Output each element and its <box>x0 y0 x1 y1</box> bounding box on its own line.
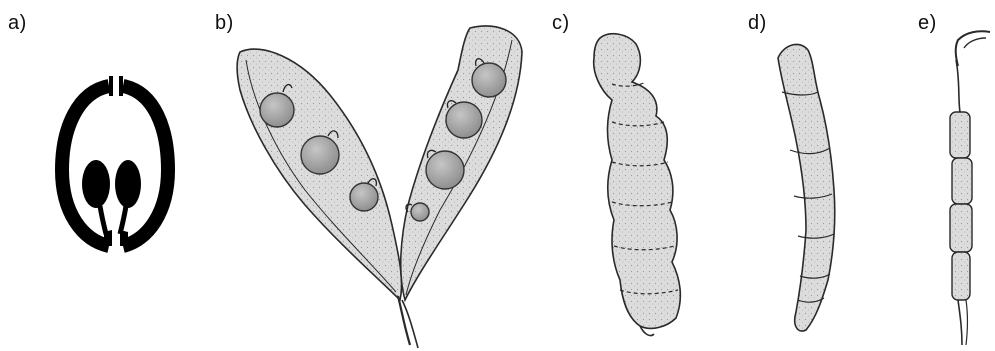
suture-right <box>119 76 123 96</box>
seed <box>411 203 429 221</box>
bead-segment <box>950 204 972 252</box>
segmented-loment-pod-icon <box>594 34 681 336</box>
seed <box>426 151 464 189</box>
loment-outline <box>594 34 681 329</box>
suture-left <box>109 76 113 96</box>
open-pea-pod-with-seeds-icon <box>237 26 522 348</box>
ovule-right <box>115 160 141 208</box>
seed <box>350 183 378 211</box>
curved-loment-pod-icon <box>778 44 835 331</box>
seed <box>301 136 339 174</box>
bead-segment <box>950 112 970 158</box>
loment-curved-outline <box>778 44 835 331</box>
ovule-left <box>82 160 110 208</box>
bead-segment <box>952 252 970 300</box>
bead-segment <box>952 158 972 204</box>
legume-ovary-diagram-icon <box>62 76 168 246</box>
seed <box>472 63 506 97</box>
seed <box>260 93 294 127</box>
seed <box>446 102 482 138</box>
slender-beaded-pod-icon <box>950 31 990 345</box>
